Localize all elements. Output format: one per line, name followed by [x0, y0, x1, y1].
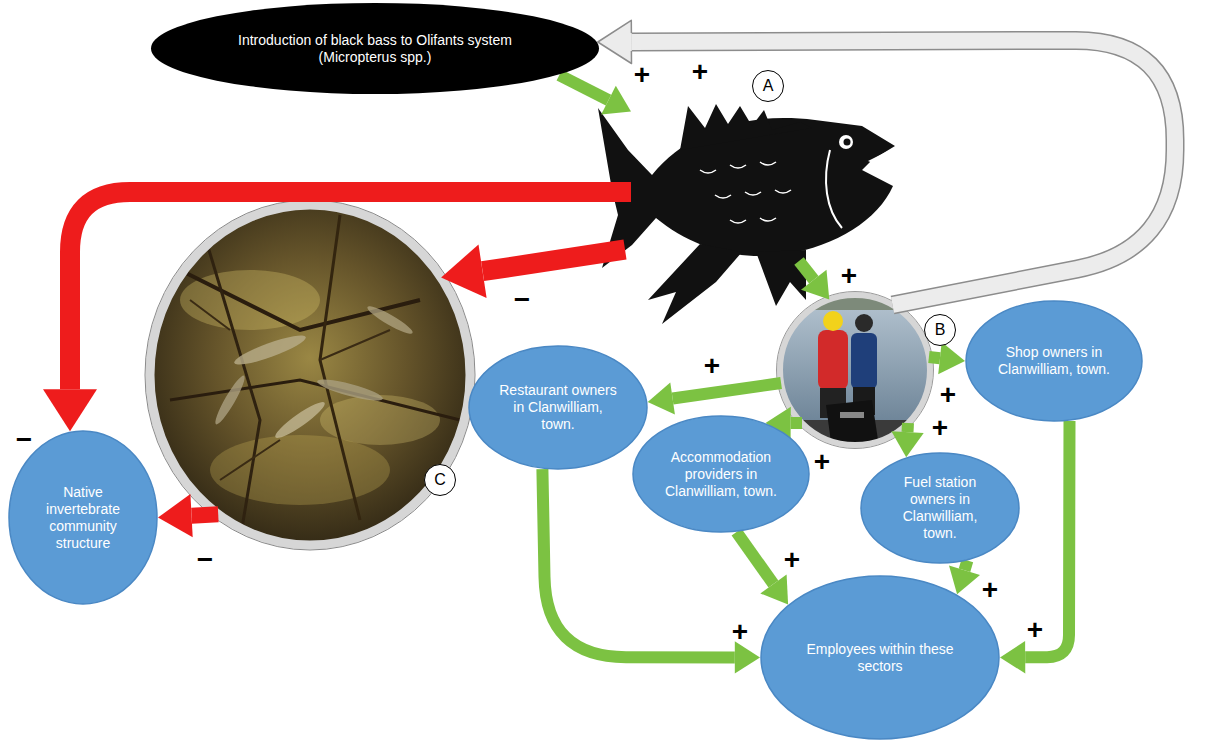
sign-label: +	[1021, 616, 1049, 644]
green-arrow	[929, 342, 965, 374]
blue-ellipse: Native invertebrate community structure	[8, 430, 158, 605]
callout-circle: B	[924, 314, 956, 346]
red-arrow	[441, 245, 625, 298]
sign-label: +	[835, 262, 863, 290]
green-arrow	[891, 423, 923, 457]
sign-label: +	[808, 448, 836, 476]
sign-label: +	[686, 58, 714, 86]
green-arrow	[949, 561, 980, 595]
green-arrow	[648, 383, 781, 415]
sign-label: +	[926, 414, 954, 442]
callout-circle: A	[752, 70, 784, 102]
green-arrow	[737, 532, 789, 604]
callout-letter: A	[763, 77, 774, 94]
blue-ellipse: Shop owners in Clanwilliam, town.	[965, 300, 1143, 422]
black-ellipse: Introduction of black bass to Olifants s…	[150, 2, 600, 95]
blue-ellipse: Restaurant owners in Clanwilliam, town.	[468, 345, 648, 470]
green-arrow	[799, 261, 829, 300]
callout-letter: B	[935, 321, 946, 338]
red-arrow	[158, 494, 218, 537]
grey-arrow	[598, 20, 1175, 305]
node-text: Employees within these sectors	[796, 641, 964, 675]
green-arrow	[1000, 421, 1070, 673]
sign-label: +	[976, 576, 1004, 604]
underwater-figure: C	[150, 205, 470, 545]
anglers-photo	[775, 290, 935, 455]
blue-ellipse: Employees within these sectors	[760, 575, 1000, 740]
node-text: Fuel station owners in Clanwilliam, town…	[884, 474, 996, 542]
sign-label: +	[628, 61, 656, 89]
anglers-figure: B	[780, 295, 930, 445]
node-text: Shop owners in Clanwilliam, town.	[992, 344, 1117, 378]
bass-figure: A	[595, 100, 895, 330]
bass-silhouette	[598, 104, 895, 324]
underwater-photo	[145, 200, 475, 550]
callout-letter: C	[434, 471, 446, 488]
node-text: Accommodation providers in Clanwilliam, …	[659, 449, 784, 500]
sign-label: +	[778, 546, 806, 574]
node-text: Restaurant owners in Clanwilliam, town.	[495, 382, 621, 433]
green-arrow	[559, 75, 631, 114]
sign-label: +	[726, 618, 754, 646]
sign-label: −	[508, 286, 536, 314]
sign-label: +	[698, 352, 726, 380]
callout-circle: C	[424, 464, 456, 496]
blue-ellipse: Accommodation providers in Clanwilliam, …	[632, 415, 810, 533]
node-text: Native invertebrate community structure	[31, 484, 136, 552]
sign-label: +	[934, 381, 962, 409]
node-text: Introduction of black bass to Olifants s…	[213, 32, 537, 66]
sign-label: −	[10, 426, 38, 454]
blue-ellipse: Fuel station owners in Clanwilliam, town…	[860, 452, 1020, 564]
sign-label: −	[191, 546, 219, 574]
